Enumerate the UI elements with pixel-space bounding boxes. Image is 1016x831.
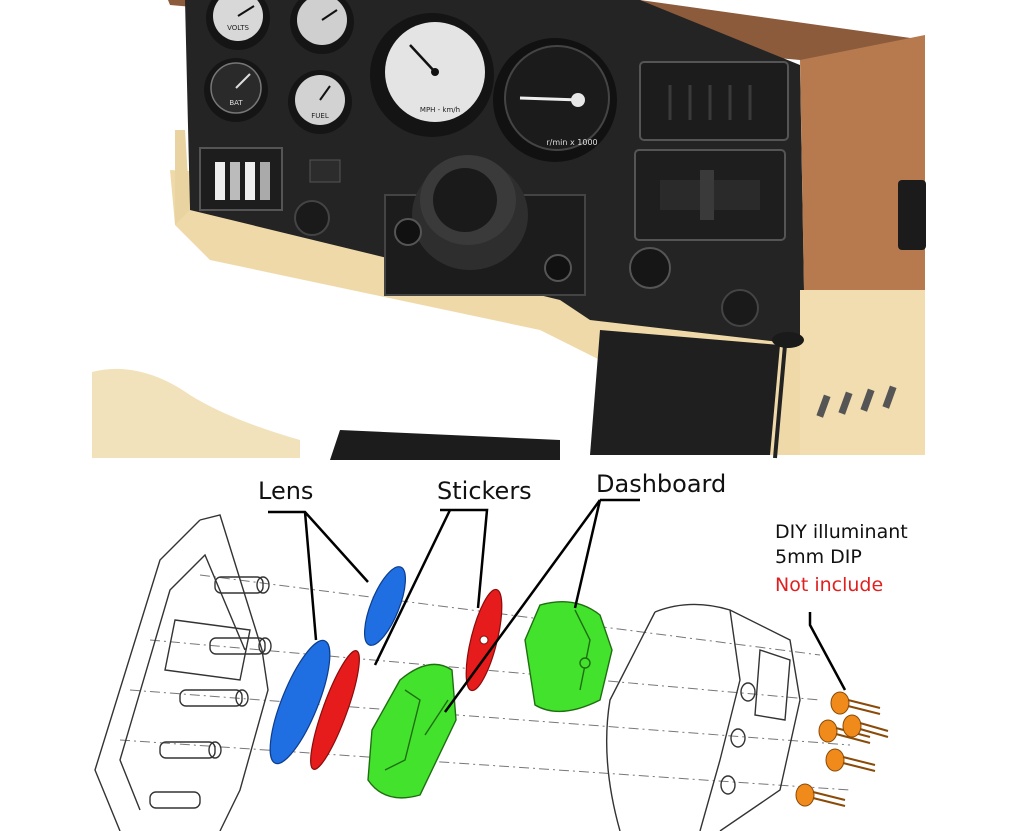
sticker-small — [310, 650, 360, 770]
gauge-fuel-label: FUEL — [311, 112, 329, 120]
led-1 — [830, 691, 881, 715]
lens-large — [364, 566, 406, 646]
gauge-tachometer: r/min x 1000 — [493, 38, 617, 162]
dashboard-hood — [168, 0, 925, 325]
axis-lines — [119, 574, 851, 791]
label-stickers: Stickers — [437, 477, 532, 505]
label-lens: Lens — [258, 477, 313, 505]
gauge-speedometer: MPH - km/h — [370, 13, 494, 137]
seat-shape — [92, 368, 300, 458]
antenna-rod — [772, 332, 804, 459]
label-illuminant-line2: 5mm DIP — [775, 546, 862, 568]
gauge-volts: VOLTS — [206, 0, 270, 50]
housing-right — [605, 603, 801, 831]
gauge-bat-label: BAT — [229, 99, 243, 107]
led-4 — [825, 748, 876, 772]
sticker-parts — [310, 588, 503, 770]
gauge-fuel: FUEL — [288, 70, 352, 134]
switch-block — [199, 147, 283, 211]
lens-parts — [269, 566, 406, 765]
led-parts — [795, 691, 889, 807]
dashboard-part-large — [524, 600, 613, 713]
exploded-diagram: Lens Stickers Dashboard DIY illuminant 5… — [0, 460, 1016, 831]
led-2 — [818, 719, 871, 744]
housing-left — [94, 514, 272, 831]
led-3 — [842, 714, 889, 738]
gauge-volts-label: VOLTS — [227, 24, 249, 32]
dashboard-part-small — [367, 663, 457, 799]
led-5 — [795, 783, 846, 807]
dashboard-parts — [367, 600, 613, 799]
gauge-rpm-label: r/min x 1000 — [546, 138, 597, 147]
dashboard-photo: VOLTS BAT FUEL MPH - km/h r/min x 1000 — [92, 0, 926, 460]
label-dashboard: Dashboard — [596, 470, 726, 498]
lens-small — [269, 639, 331, 765]
vent-slits — [816, 385, 897, 418]
mount-bracket — [590, 330, 780, 455]
callout-lines — [268, 498, 847, 713]
air-vent-upper — [639, 61, 789, 141]
air-vent-lower — [634, 149, 786, 241]
gauge-bat: BAT — [204, 58, 268, 122]
label-illuminant-note: Not include — [775, 574, 883, 596]
gauge-temp — [290, 0, 354, 54]
gauge-speed-label: MPH - km/h — [420, 106, 460, 114]
label-illuminant-line1: DIY illuminant — [775, 521, 908, 543]
steering-column — [384, 155, 586, 296]
